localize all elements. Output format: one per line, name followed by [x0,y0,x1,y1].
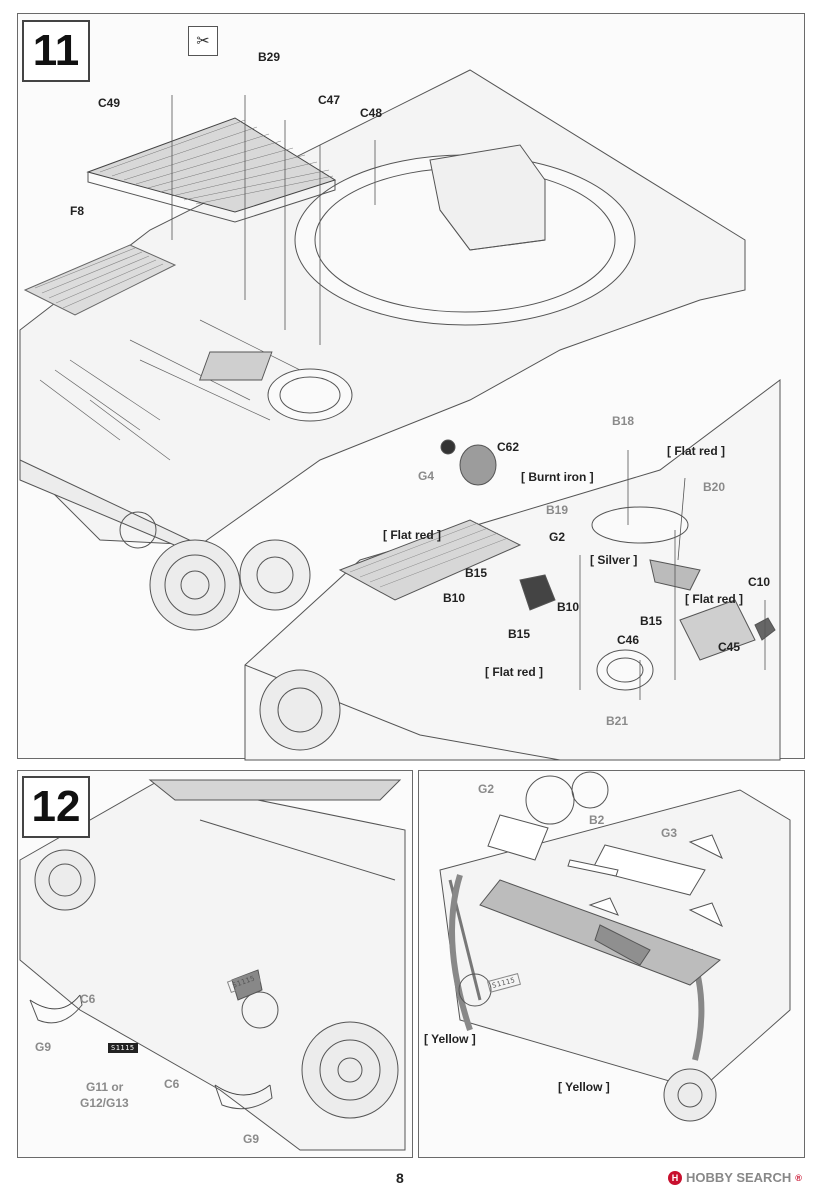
part-label: C49 [98,96,121,110]
part-label: B20 [703,480,726,494]
part-label: G2 [549,530,566,544]
watermark: H HOBBY SEARCH ® [668,1170,802,1185]
part-label: B15 [508,627,531,641]
part-label: F8 [70,204,85,218]
part-label: C48 [360,106,383,120]
part-label: C45 [718,640,741,654]
paint-note-silver: [ Silver ] [590,553,638,567]
page-number: 8 [396,1170,404,1186]
part-label: B29 [258,50,281,64]
part-label: G3 [661,826,678,840]
part-label: C10 [748,575,771,589]
cut-parts-icon: ✂ [188,26,218,56]
part-label: B19 [546,503,569,517]
part-label: C6 [80,992,96,1006]
part-label: B2 [589,813,605,827]
number-plate-decal: S1115 [108,1043,138,1053]
paint-note-yellow: [ Yellow ] [424,1032,476,1046]
part-label: B15 [465,566,488,580]
part-label: G4 [418,469,435,483]
part-label: B10 [443,591,466,605]
part-label: G9 [35,1040,52,1054]
part-label: B21 [606,714,629,728]
part-label: G2 [478,782,495,796]
part-label: C47 [318,93,341,107]
paint-note-burnt-iron: [ Burnt iron ] [521,470,594,484]
paint-note-flat-red: [ Flat red ] [667,444,726,458]
part-label: G12/G13 [80,1096,129,1110]
hobby-search-logo-icon: H [668,1170,682,1185]
part-label: C6 [164,1077,180,1091]
registered-mark: ® [795,1172,802,1183]
paint-note-yellow: [ Yellow ] [558,1080,610,1094]
paint-note-flat-red: [ Flat red ] [485,665,544,679]
part-label: B10 [557,600,580,614]
part-label: G9 [243,1132,260,1146]
part-label: B15 [640,614,663,628]
part-label: C62 [497,440,520,454]
paint-note-flat-red: [ Flat red ] [383,528,442,542]
step-12-number: 12 [22,776,90,838]
part-label: B18 [612,414,635,428]
watermark-text: HOBBY SEARCH [686,1170,792,1185]
paint-note-flat-red: [ Flat red ] [685,592,744,606]
part-label: G11 or [86,1080,124,1094]
part-label: C46 [617,633,640,647]
step-11-number: 11 [22,20,90,82]
